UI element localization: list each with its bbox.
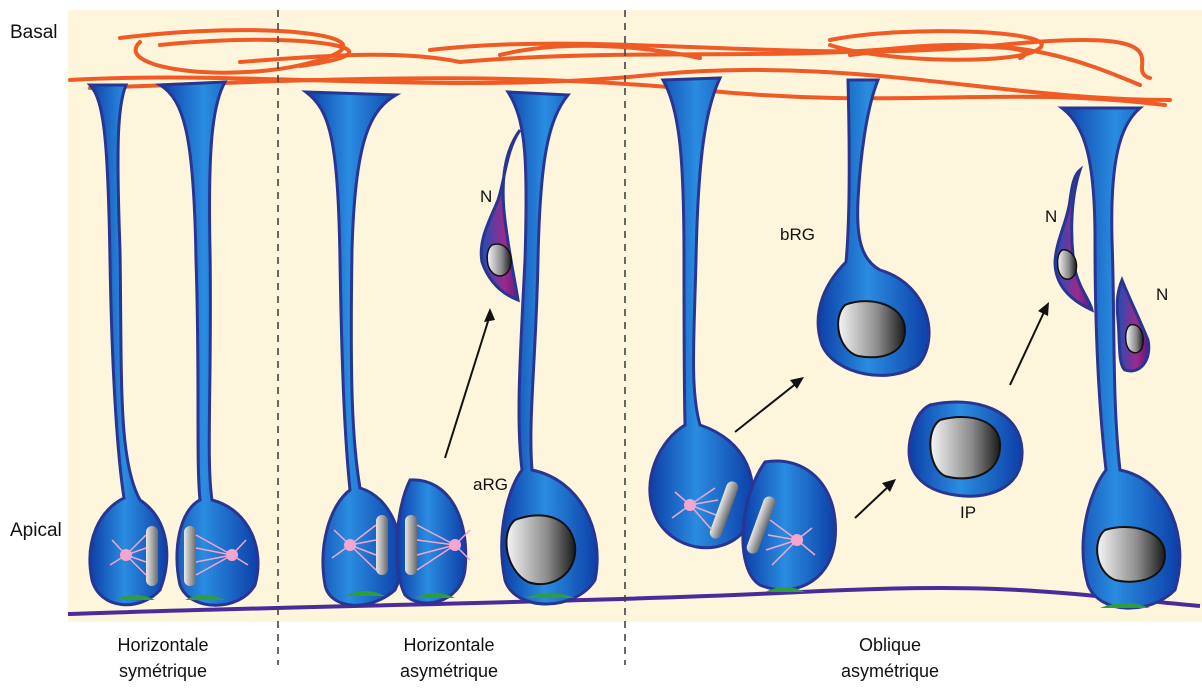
panel-label-line: Horizontale	[376, 632, 522, 658]
panel-label-oblique-asymmetric: Oblique asymétrique	[815, 626, 965, 692]
nucleus	[838, 301, 905, 357]
nucleus	[1126, 325, 1144, 353]
apical-label: Apical	[10, 520, 62, 542]
panel-label-line: Oblique	[815, 632, 965, 658]
brg-label: bRG	[780, 225, 815, 244]
panel-label-line: asymétrique	[376, 658, 522, 684]
panel-label-horizontal-symmetric: Horizontale symétrique	[90, 626, 236, 692]
panel-label-horizontal-asymmetric: Horizontale asymétrique	[376, 626, 522, 692]
metaphase-plate	[405, 515, 417, 575]
panel-label-line: symétrique	[90, 658, 236, 684]
metaphase-plate	[376, 515, 388, 575]
metaphase-plate	[184, 526, 196, 586]
nucleus	[930, 417, 1000, 478]
neuron-label: N	[1045, 207, 1057, 226]
panel-label-line: Horizontale	[90, 632, 236, 658]
nucleus	[487, 244, 511, 276]
neuron-label: N	[480, 187, 492, 206]
nucleus	[506, 515, 575, 584]
metaphase-plate	[146, 526, 158, 586]
ip-label: IP	[960, 503, 976, 522]
panel-label-line: asymétrique	[815, 658, 965, 684]
arg-label: aRG	[473, 475, 508, 494]
basal-label: Basal	[10, 22, 58, 44]
neuron-label: N	[1156, 285, 1168, 304]
nucleus	[1097, 527, 1165, 582]
